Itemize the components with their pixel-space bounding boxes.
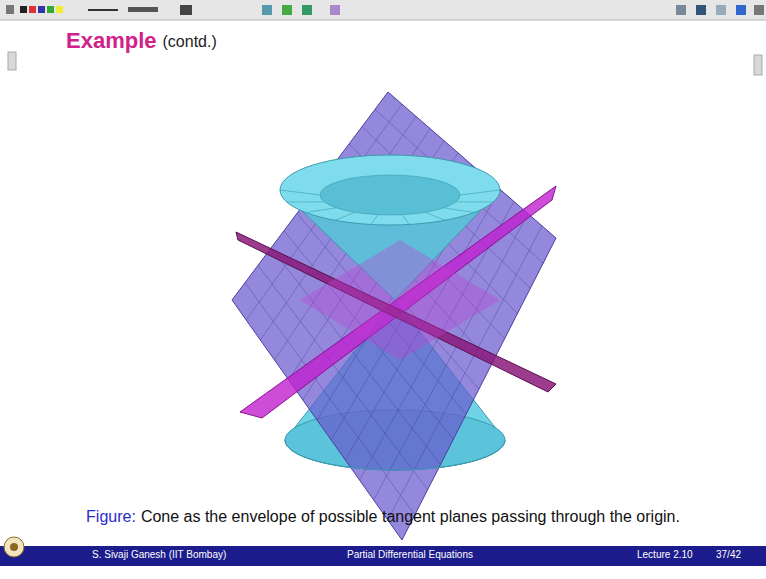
tangent-plane [240, 186, 556, 418]
slide-title: Example [66, 28, 157, 54]
footer-ground [0, 566, 766, 579]
tangent-plane [300, 240, 500, 360]
side-tab [8, 52, 16, 70]
footer-lecture: Lecture 2.10 [637, 549, 693, 560]
toolbar [0, 0, 766, 20]
toolbar-edge [0, 20, 766, 21]
tangent-plane [232, 92, 556, 540]
footer-page: 37/42 [716, 549, 741, 560]
tangent-plane [236, 232, 556, 392]
title-suffix: (contd.) [163, 33, 217, 51]
footer-bar [0, 546, 766, 566]
figure-tag: Figure: [86, 508, 136, 526]
footer-author: S. Sivaji Ganesh (IIT Bombay) [92, 549, 226, 560]
toolbar-icons [6, 5, 764, 15]
figure-caption: Cone as the envelope of possible tangent… [141, 508, 680, 526]
nptel-logo [10, 543, 18, 551]
nptel-logo [4, 537, 24, 557]
lower-cone-rim [285, 440, 505, 470]
footer-course: Partial Differential Equations [347, 549, 473, 560]
plane-grid [245, 104, 543, 520]
side-tab [754, 55, 762, 75]
